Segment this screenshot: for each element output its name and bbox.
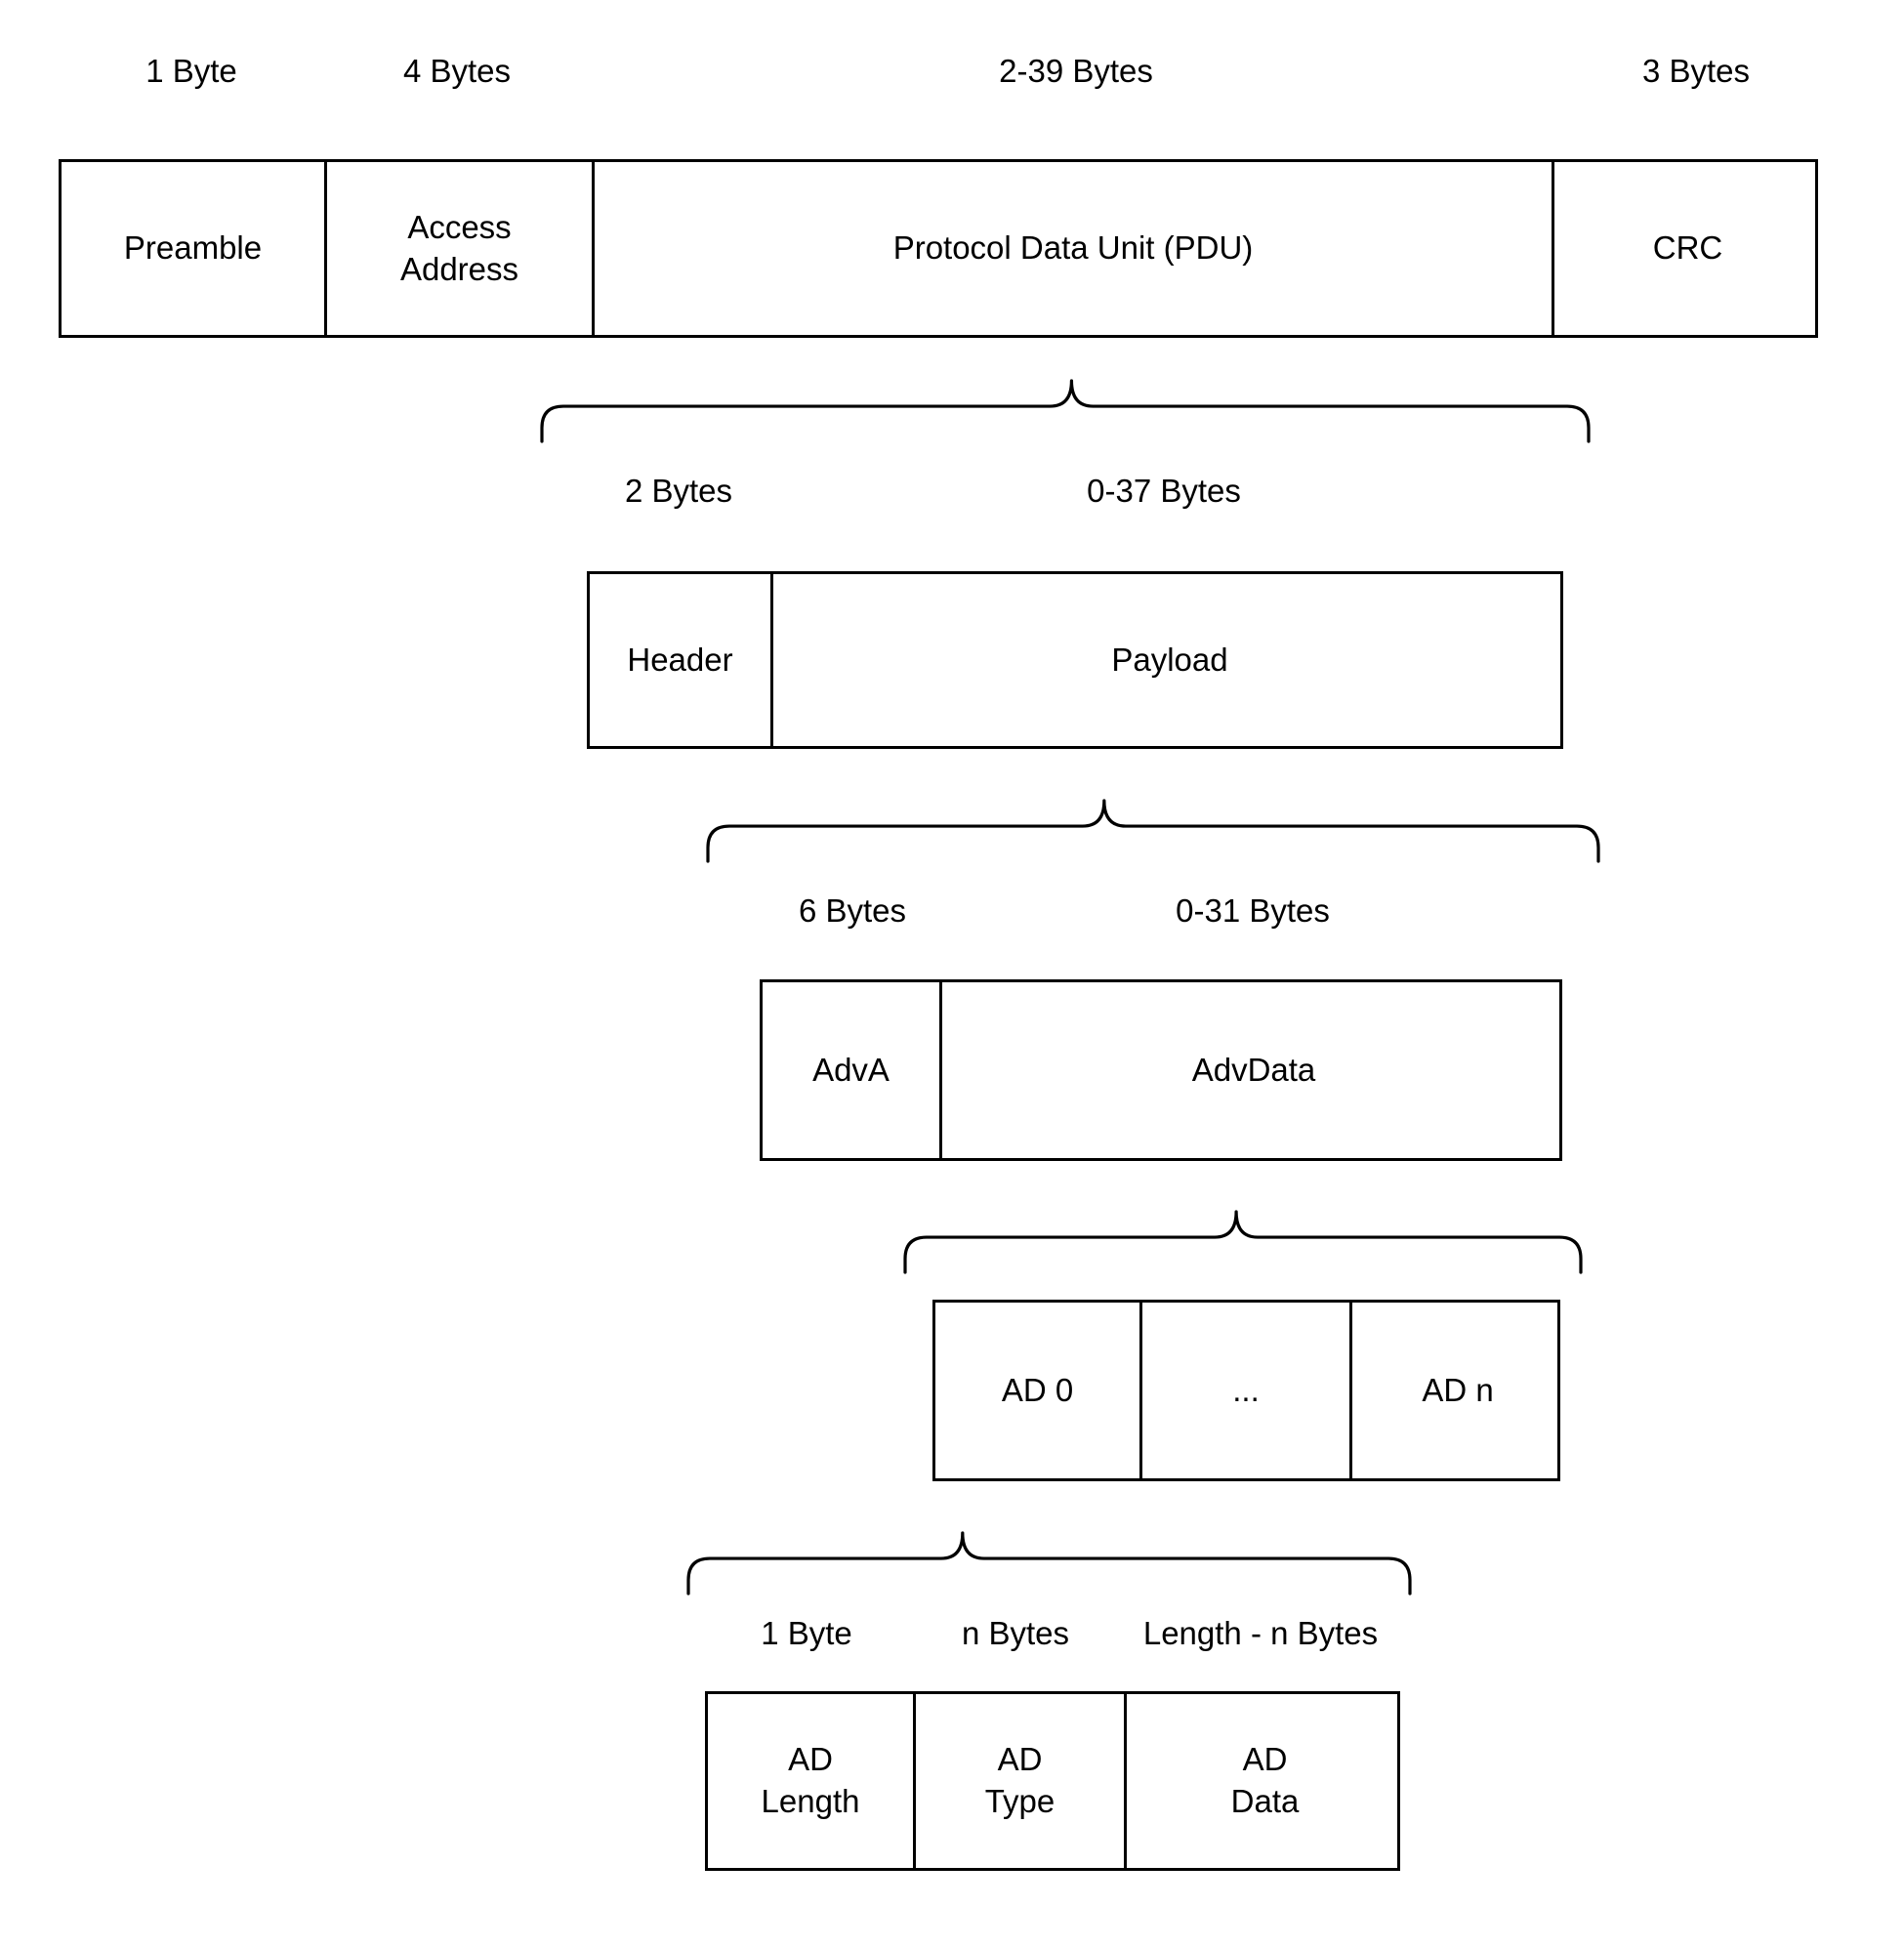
brace-pdu (540, 379, 1591, 443)
field-cell-ad-structures-0: AD 0 (935, 1303, 1142, 1478)
field-cell-link-layer-packet-0: Preamble (62, 162, 327, 335)
field-cell-ad-structures-1: ... (1142, 1303, 1352, 1478)
field-cell-ad-structure-detail-1: AD Type (916, 1694, 1127, 1868)
field-cell-ad-structure-detail-0: AD Length (708, 1694, 916, 1868)
size-label-advertising-payload-0: 6 Bytes (798, 892, 907, 929)
field-cell-pdu-0: Header (590, 574, 773, 746)
size-label-ad-structure-detail-1: n Bytes (961, 1615, 1070, 1651)
field-row-advertising-payload: AdvA AdvData (760, 979, 1562, 1161)
size-label-link-layer-packet-0: 1 Byte (145, 53, 237, 89)
brace-ad-structures (903, 1210, 1583, 1274)
size-label-link-layer-packet-3: 3 Bytes (1641, 53, 1751, 89)
field-cell-pdu-1: Payload (1111, 641, 1228, 678)
field-cell-advertising-payload-0: AdvA (763, 982, 942, 1158)
brace-advertising-payload (706, 799, 1600, 863)
size-label-pdu-0: 2 Bytes (624, 473, 733, 509)
field-row-ad-structures: AD 0... AD n (932, 1300, 1560, 1481)
size-label-ad-structure-detail-2: Length - n Bytes (1142, 1615, 1379, 1651)
field-cell-link-layer-packet-3: CRC (1652, 229, 1723, 267)
size-label-link-layer-packet-1: 4 Bytes (402, 53, 512, 89)
field-cell-advertising-payload-1: AdvData (1191, 1051, 1316, 1088)
brace-ad-structure-detail (686, 1531, 1412, 1596)
field-cell-link-layer-packet-1: Access Address (327, 162, 595, 335)
size-label-ad-structure-detail-0: 1 Byte (761, 1615, 852, 1651)
field-cell-ad-structure-detail-2: AD Data (1230, 1741, 1300, 1819)
field-cell-link-layer-packet-2: Protocol Data Unit (PDU) (595, 162, 1554, 335)
field-cell-ad-structures-2: AD n (1422, 1371, 1494, 1408)
size-label-link-layer-packet-2: 2-39 Bytes (999, 53, 1153, 89)
size-label-advertising-payload-1: 0-31 Bytes (1176, 892, 1330, 929)
size-label-pdu-1: 0-37 Bytes (1087, 473, 1241, 509)
field-row-pdu: Header Payload (587, 571, 1563, 749)
